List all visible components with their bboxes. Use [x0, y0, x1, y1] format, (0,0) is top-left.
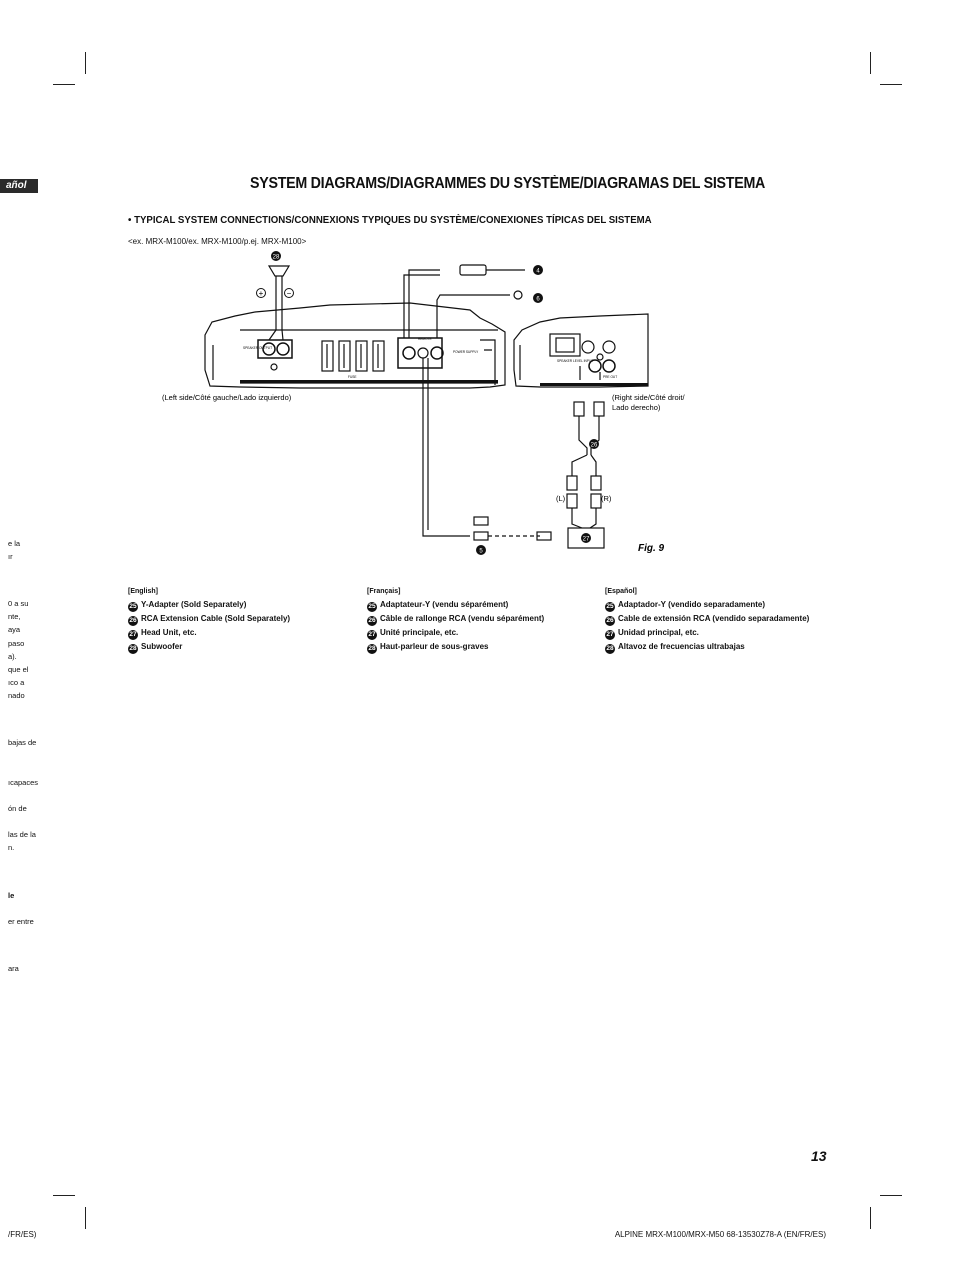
section-subtitle: • TYPICAL SYSTEM CONNECTIONS/CONNEXIONS … — [128, 214, 652, 226]
margin-fragment: ıco a — [8, 678, 25, 687]
margin-fragment: nte, — [8, 612, 21, 621]
svg-text:SPEAKER OUTPUT: SPEAKER OUTPUT — [243, 346, 272, 350]
crop-mark — [85, 52, 86, 74]
svg-text:4: 4 — [536, 269, 540, 275]
plus-sign: + — [259, 289, 264, 298]
callout-26: 26 — [589, 439, 599, 449]
callout-6: 6 — [533, 293, 543, 303]
svg-text:POWER SUPPLY: POWER SUPPLY — [453, 350, 479, 354]
crop-mark — [53, 1195, 75, 1196]
svg-text:FUSE: FUSE — [348, 375, 357, 379]
margin-fragment: a). — [8, 652, 17, 661]
svg-text:5: 5 — [479, 549, 483, 555]
margin-fragment: las de la — [8, 830, 36, 839]
margin-fragment: ón de — [8, 804, 27, 813]
callout-4: 4 — [533, 265, 543, 275]
svg-text:6: 6 — [536, 297, 540, 303]
margin-fragment: aya — [8, 625, 21, 634]
page-number: 13 — [811, 1148, 827, 1164]
left-side-label: (Left side/Côté gauche/Lado izquierdo) — [162, 393, 292, 402]
crop-mark — [880, 1195, 902, 1196]
callout-27: 27 — [581, 533, 591, 543]
left-amplifier — [204, 302, 506, 389]
footer-right: ALPINE MRX-M100/MRX-M50 68-13530Z78-A (E… — [614, 1230, 826, 1239]
margin-fragment: 0 a su — [8, 599, 29, 608]
crop-mark — [870, 1207, 871, 1229]
power-supply-terminal — [397, 337, 443, 369]
margin-fragment: n. — [8, 843, 15, 852]
page-title: SYSTEM DIAGRAMS/DIAGRAMMES DU SYSTÈME/DI… — [250, 175, 766, 192]
svg-text:SPEAKER LEVEL INPUT: SPEAKER LEVEL INPUT — [557, 359, 593, 363]
margin-fragment: e la — [8, 539, 21, 548]
right-side-label: (Right side/Côté droit/ — [612, 393, 685, 402]
crop-mark — [85, 1207, 86, 1229]
legend-header: [Español] — [605, 588, 637, 595]
minus-sign: − — [287, 289, 292, 298]
callout-28: 28 — [271, 251, 281, 261]
margin-fragment: nado — [8, 691, 25, 700]
margin-fragment: ara — [8, 964, 19, 973]
svg-text:28: 28 — [273, 255, 280, 261]
margin-fragment: ıcapaces — [8, 778, 39, 787]
margin-fragment: er entre — [8, 917, 34, 926]
svg-text:PRE OUT: PRE OUT — [603, 375, 617, 379]
subwoofer-speaker — [267, 265, 291, 277]
l-label: (L) — [556, 494, 566, 503]
svg-text:26: 26 — [591, 443, 598, 449]
margin-fragment: que el — [8, 665, 29, 674]
crop-mark — [870, 52, 871, 74]
model-note: <ex. MRX-M100/ex. MRX-M100/p.ej. MRX-M10… — [128, 237, 307, 246]
right-amplifier — [513, 313, 649, 388]
footer-left: /FR/ES) — [8, 1230, 37, 1239]
right-side-label-2: Lado derecho) — [612, 403, 661, 412]
crop-mark — [880, 84, 902, 85]
legend-header: [Français] — [367, 588, 401, 595]
margin-fragment: le — [8, 891, 15, 900]
r-label: (R) — [601, 494, 612, 503]
fuse-block — [321, 340, 334, 372]
svg-text:REMOTE: REMOTE — [418, 337, 432, 341]
svg-text:27: 27 — [583, 537, 590, 543]
margin-fragment: ır — [8, 552, 13, 561]
callout-5: 5 — [476, 545, 486, 555]
crop-mark — [53, 84, 75, 85]
language-tab: añol — [0, 179, 38, 193]
legend-header: [English] — [128, 588, 158, 595]
margin-fragment: paso — [8, 639, 25, 648]
fig-label: Fig. 9 — [638, 543, 665, 554]
margin-fragment: bajas de — [8, 738, 37, 747]
